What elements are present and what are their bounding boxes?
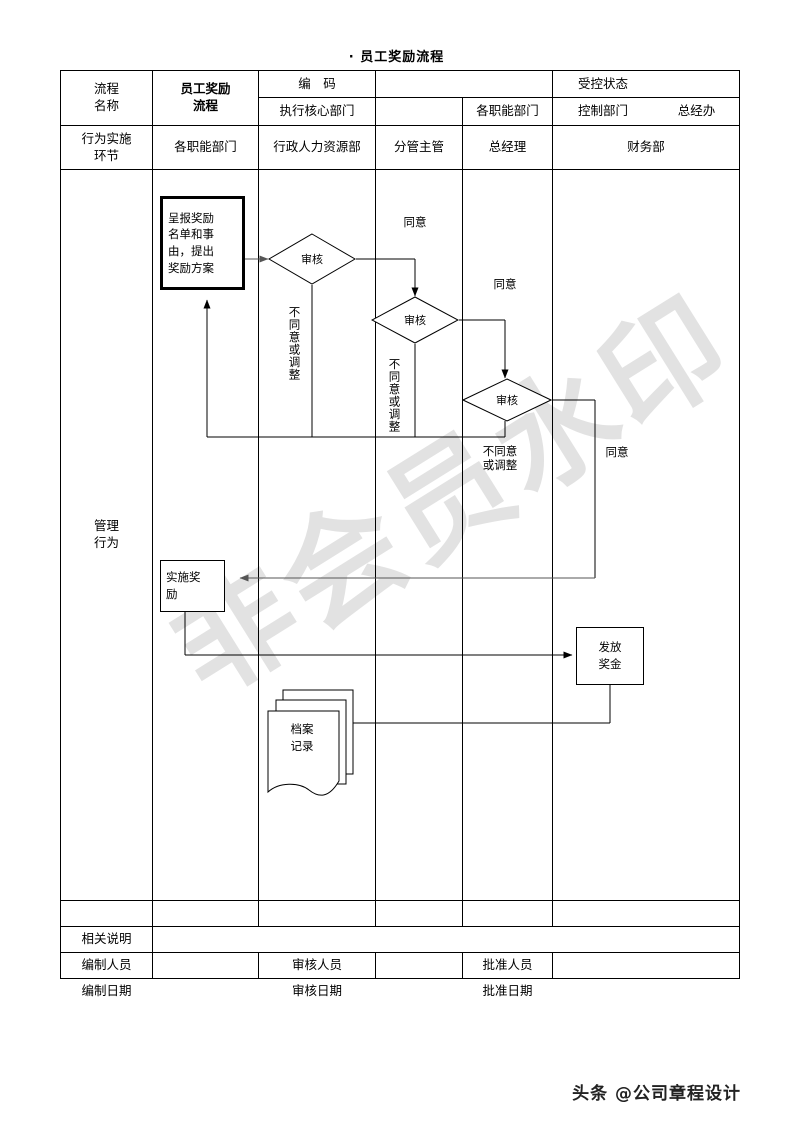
footer-v5 bbox=[552, 952, 553, 978]
footer-author-date-label: 编制日期 bbox=[81, 983, 132, 999]
edge-label-agree-1: 同意 bbox=[403, 215, 427, 229]
footer-v4 bbox=[462, 952, 463, 978]
edge-label-agree-2: 同意 bbox=[493, 277, 517, 291]
table-rule-r2 bbox=[60, 125, 740, 126]
role-supervisor: 分管主管 bbox=[393, 139, 444, 155]
roles-row-label: 行为实施 环节 bbox=[81, 130, 132, 163]
node-review-1-label: 审核 bbox=[301, 253, 323, 266]
node-archive-label: 档案 记录 bbox=[290, 722, 314, 754]
node-review-2-label: 审核 bbox=[404, 314, 426, 327]
footer-table-extra bbox=[60, 952, 740, 1008]
role-general-manager: 总经理 bbox=[488, 139, 527, 155]
node-payout-label: 发放 奖金 bbox=[598, 640, 622, 671]
node-implement-award[interactable]: 实施奖 励 bbox=[160, 560, 225, 612]
footer-left-edge bbox=[60, 952, 61, 978]
footer-approver-label: 批准人员 bbox=[482, 957, 533, 973]
role-finance-dept: 财务部 bbox=[627, 139, 665, 155]
header-process-title: 员工奖励 流程 bbox=[180, 81, 231, 113]
page-title: · 员工奖励流程 bbox=[348, 50, 445, 65]
node-payout-bonus[interactable]: 发放 奖金 bbox=[576, 627, 644, 685]
edge-label-agree-3: 同意 bbox=[605, 445, 629, 459]
table-border-right bbox=[739, 70, 740, 978]
lane-header-func-dept: 各职能部门 bbox=[476, 103, 539, 119]
header-control-state-label: 受控状态 bbox=[577, 75, 628, 91]
footer-reviewer-label: 审核人员 bbox=[291, 957, 342, 973]
diamond-shape-icon bbox=[268, 233, 356, 285]
table-col3 bbox=[375, 70, 376, 926]
table-rule-top bbox=[60, 70, 740, 71]
node-submit-award-proposal[interactable]: 呈报奖励 名单和事 由，提出 奖励方案 bbox=[160, 196, 245, 290]
multi-document-shape-icon bbox=[267, 689, 354, 796]
lane-header-control-dept: 控制部门 bbox=[577, 103, 628, 119]
diamond-shape-icon bbox=[371, 296, 459, 344]
flow-table: 流程 名称 员工奖励 流程 编 码 受控状态 执行核心部门 各职能部门 控制部门… bbox=[60, 70, 740, 998]
footer-author-label: 编制人员 bbox=[81, 957, 132, 973]
table-col4 bbox=[462, 97, 463, 926]
header-process-name: 流程 名称 bbox=[93, 81, 119, 113]
lane-header-gm-office: 总经办 bbox=[677, 103, 716, 119]
table-col5 bbox=[552, 70, 553, 926]
diamond-shape-icon bbox=[462, 378, 552, 422]
lane-header-core-dept: 执行核心部门 bbox=[279, 103, 355, 119]
footer-v2 bbox=[258, 952, 259, 978]
edge-label-reject-2: 不同意或调整 bbox=[387, 357, 402, 433]
footer-right-edge bbox=[739, 952, 740, 978]
body-row-label: 管理 行为 bbox=[93, 518, 119, 550]
table-col1 bbox=[152, 70, 153, 926]
table-rule-body-bottom bbox=[60, 900, 740, 901]
footer-rule-last bbox=[60, 978, 740, 979]
header-code-label: 编 码 bbox=[298, 75, 336, 91]
node-implement-label: 实施奖 励 bbox=[166, 570, 201, 601]
table-rule-r3 bbox=[60, 169, 740, 170]
node-archive-record[interactable]: 档案 记录 bbox=[265, 686, 357, 804]
table-rule-notes bbox=[60, 926, 740, 927]
footer-notes-label: 相关说明 bbox=[81, 931, 132, 947]
node-submit-label: 呈报奖励 名单和事 由，提出 奖励方案 bbox=[168, 210, 214, 275]
table-rule-staff bbox=[60, 952, 740, 953]
footer-v3 bbox=[375, 952, 376, 978]
role-func-depts: 各职能部门 bbox=[174, 139, 237, 155]
edge-label-reject-1: 不同意或调整 bbox=[287, 305, 302, 381]
node-review-3-label: 审核 bbox=[496, 394, 518, 407]
node-review-3[interactable]: 审核 bbox=[462, 378, 552, 422]
node-review-1[interactable]: 审核 bbox=[268, 233, 356, 285]
footer-approve-date-label: 批准日期 bbox=[482, 983, 533, 999]
table-rule-r1mid bbox=[258, 97, 740, 98]
edge-label-reject-3: 不同意 或调整 bbox=[482, 444, 518, 473]
table-col2 bbox=[258, 70, 259, 926]
table-border-left bbox=[60, 70, 61, 978]
footer-credit: 头条 @公司章程设计 bbox=[572, 1084, 741, 1104]
role-hr-admin: 行政人力资源部 bbox=[273, 139, 361, 155]
footer-review-date-label: 审核日期 bbox=[291, 983, 342, 999]
footer-v1 bbox=[152, 952, 153, 978]
node-review-2[interactable]: 审核 bbox=[371, 296, 459, 344]
